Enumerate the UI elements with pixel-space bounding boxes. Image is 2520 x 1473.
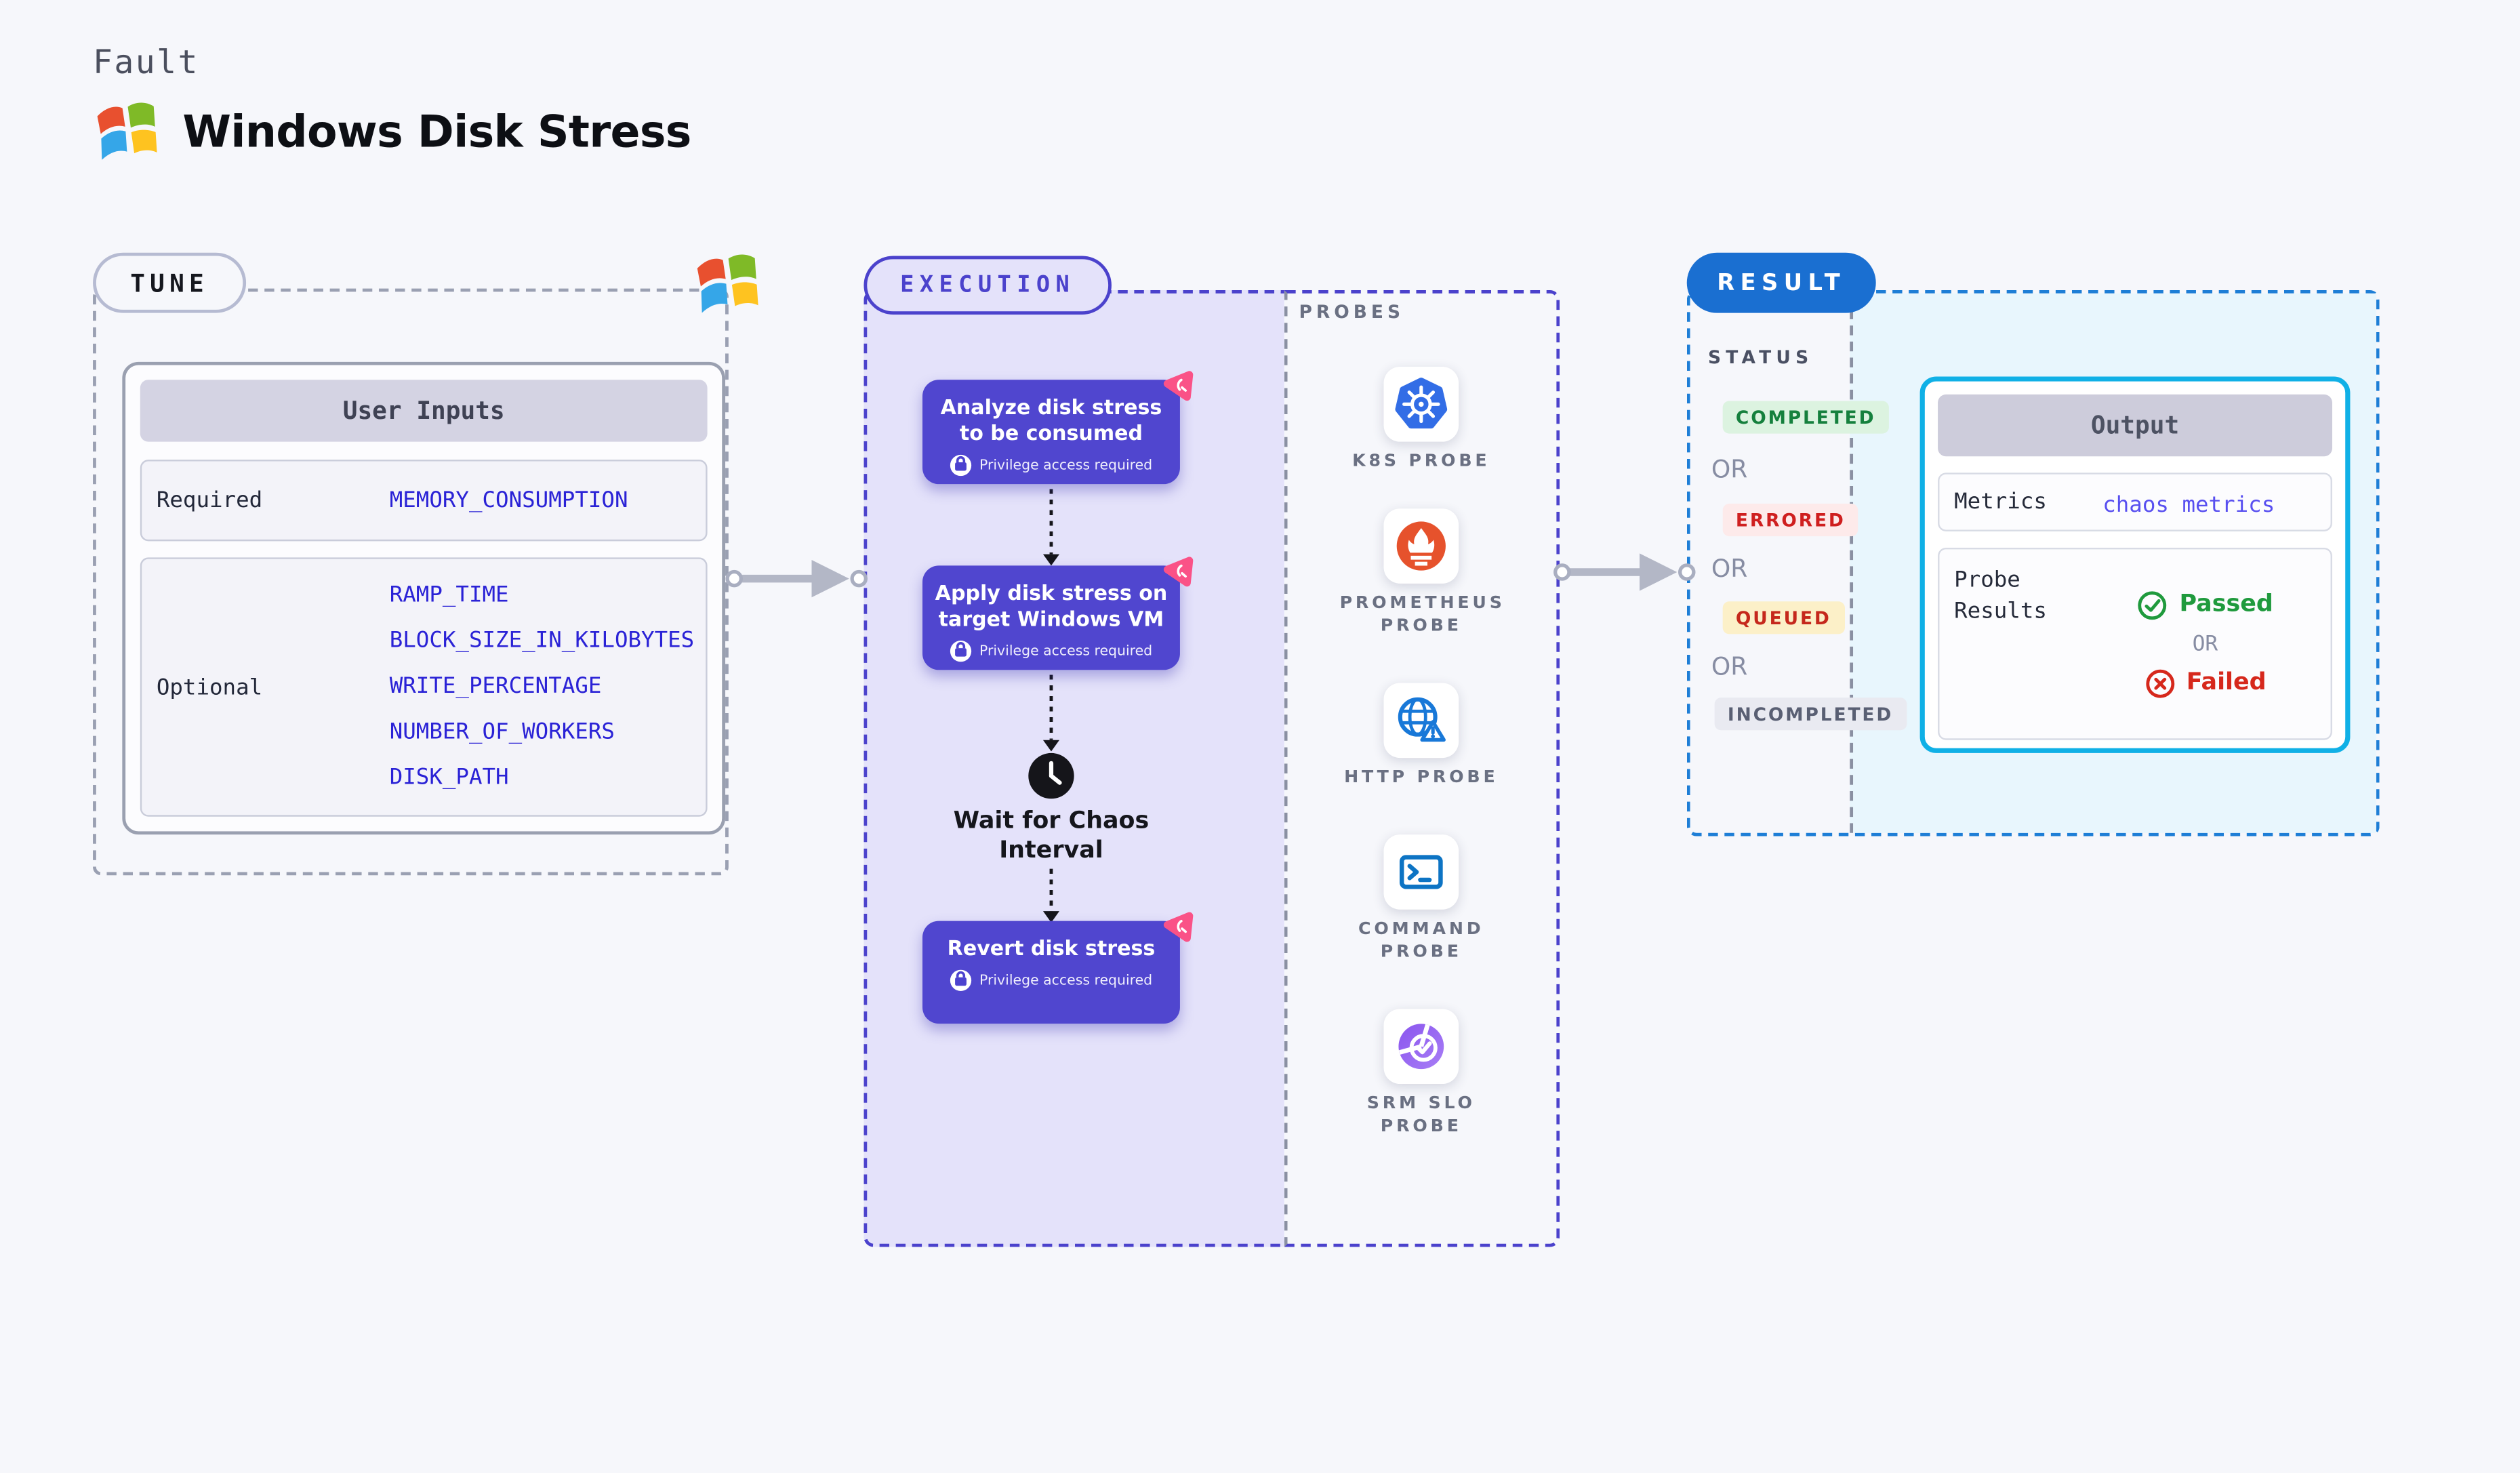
lock-icon — [950, 454, 971, 477]
metrics-row: Metrics chaos metrics — [1938, 472, 2332, 531]
probe-label: K8S PROBE — [1352, 451, 1490, 471]
wait-step-title: Wait for Chaos Interval — [953, 808, 1150, 864]
flow-arrow-down — [1042, 489, 1062, 566]
status-badge-completed: COMPLETED — [1722, 401, 1889, 434]
probe-results-label: Probe Results — [1954, 567, 2047, 624]
step-title: Analyze disk stress to be consumed — [940, 394, 1162, 445]
privilege-note: Privilege access required — [979, 643, 1153, 660]
probe-label: HTTP PROBE — [1344, 767, 1499, 788]
fault-kicker: Fault — [93, 42, 199, 82]
terminal-icon — [1399, 855, 1443, 889]
passed-label: Passed — [2179, 591, 2273, 618]
probe-label: PROMETHEUS PROBE — [1339, 593, 1505, 636]
lock-icon — [950, 641, 971, 662]
optional-label: Optional — [156, 674, 263, 700]
execution-section-label: EXECUTION — [863, 256, 1112, 315]
step-title: Revert disk stress — [947, 935, 1156, 961]
result-section-label: RESULT — [1686, 252, 1876, 313]
probe-label: SRM SLO PROBE — [1366, 1093, 1476, 1137]
privilege-note: Privilege access required — [979, 972, 1153, 989]
metrics-value: chaos metrics — [2102, 491, 2275, 518]
required-label: Required — [156, 487, 263, 514]
input-variable: NUMBER_OF_WORKERS — [389, 719, 615, 745]
lock-icon — [950, 969, 971, 991]
kubernetes-icon — [1395, 378, 1448, 429]
step-apply-disk-stress: Apply disk stress on target Windows VM P… — [922, 565, 1180, 670]
http-globe-icon — [1398, 697, 1446, 742]
or-separator: OR — [1711, 651, 1748, 682]
privilege-note: Privilege access required — [979, 457, 1153, 474]
step-revert-disk-stress: Revert disk stress Privilege access requ… — [922, 921, 1180, 1024]
tune-to-execution-arrow — [725, 559, 868, 598]
status-heading: STATUS — [1708, 347, 1814, 369]
status-badge-errored: ERRORED — [1722, 504, 1859, 537]
failed-verdict: Failed — [2144, 668, 2267, 699]
user-inputs-table: User Inputs Required MEMORY_CONSUMPTION … — [122, 361, 726, 835]
input-variable: MEMORY_CONSUMPTION — [389, 486, 628, 513]
chaos-icon — [1157, 906, 1197, 952]
metrics-label: Metrics — [1954, 488, 2047, 514]
slo-donut-icon — [1398, 1024, 1444, 1070]
probe-label: COMMAND PROBE — [1358, 919, 1484, 962]
input-variable: DISK_PATH — [389, 764, 509, 791]
probe-card — [1383, 683, 1459, 759]
step-analyze-disk-stress: Analyze disk stress to be consumed Privi… — [922, 380, 1180, 485]
input-variable: RAMP_TIME — [389, 582, 509, 608]
chaos-icon — [1157, 365, 1197, 411]
probe-card — [1383, 367, 1459, 442]
chaos-icon — [1157, 551, 1197, 597]
check-circle-icon — [2138, 590, 2167, 620]
page-title: Windows Disk Stress — [182, 107, 691, 159]
user-inputs-title: User Inputs — [140, 380, 708, 442]
flow-arrow-down — [1042, 674, 1062, 752]
optional-inputs-row: Optional RAMP_TIME BLOCK_SIZE_IN_KILOBYT… — [140, 557, 708, 817]
input-variable: BLOCK_SIZE_IN_KILOBYTES — [389, 627, 695, 654]
or-separator: OR — [1711, 454, 1748, 485]
probes-heading: PROBES — [1299, 301, 1405, 323]
output-table: Output Metrics chaos metrics Probe Resul… — [1919, 376, 2351, 753]
flow-arrow-down — [1042, 868, 1062, 923]
windows-logo-corner-icon — [688, 243, 768, 329]
windows-logo-icon — [88, 92, 166, 176]
step-title: Apply disk stress on target Windows VM — [935, 580, 1168, 631]
or-separator: OR — [2192, 631, 2218, 656]
probes-to-result-arrow — [1553, 553, 1696, 591]
input-variable: WRITE_PERCENTAGE — [389, 673, 602, 700]
required-inputs-row: Required MEMORY_CONSUMPTION — [140, 460, 708, 542]
probe-card — [1383, 508, 1459, 584]
status-badge-queued: QUEUED — [1722, 601, 1844, 634]
or-separator: OR — [1711, 554, 1748, 584]
probe-results-row: Probe Results Passed OR Failed — [1938, 547, 2332, 740]
probes-section-box — [1284, 290, 1560, 1247]
x-circle-icon — [2145, 668, 2174, 698]
clock-icon — [1027, 752, 1076, 807]
prometheus-icon — [1396, 521, 1446, 571]
tune-section-label: TUNE — [93, 252, 247, 313]
probe-card — [1383, 1009, 1459, 1085]
failed-label: Failed — [2186, 670, 2267, 696]
probe-card — [1383, 834, 1459, 910]
passed-verdict: Passed — [2137, 589, 2273, 620]
output-title: Output — [1938, 394, 2332, 457]
status-badge-incompleted: INCOMPLETED — [1714, 698, 1907, 731]
